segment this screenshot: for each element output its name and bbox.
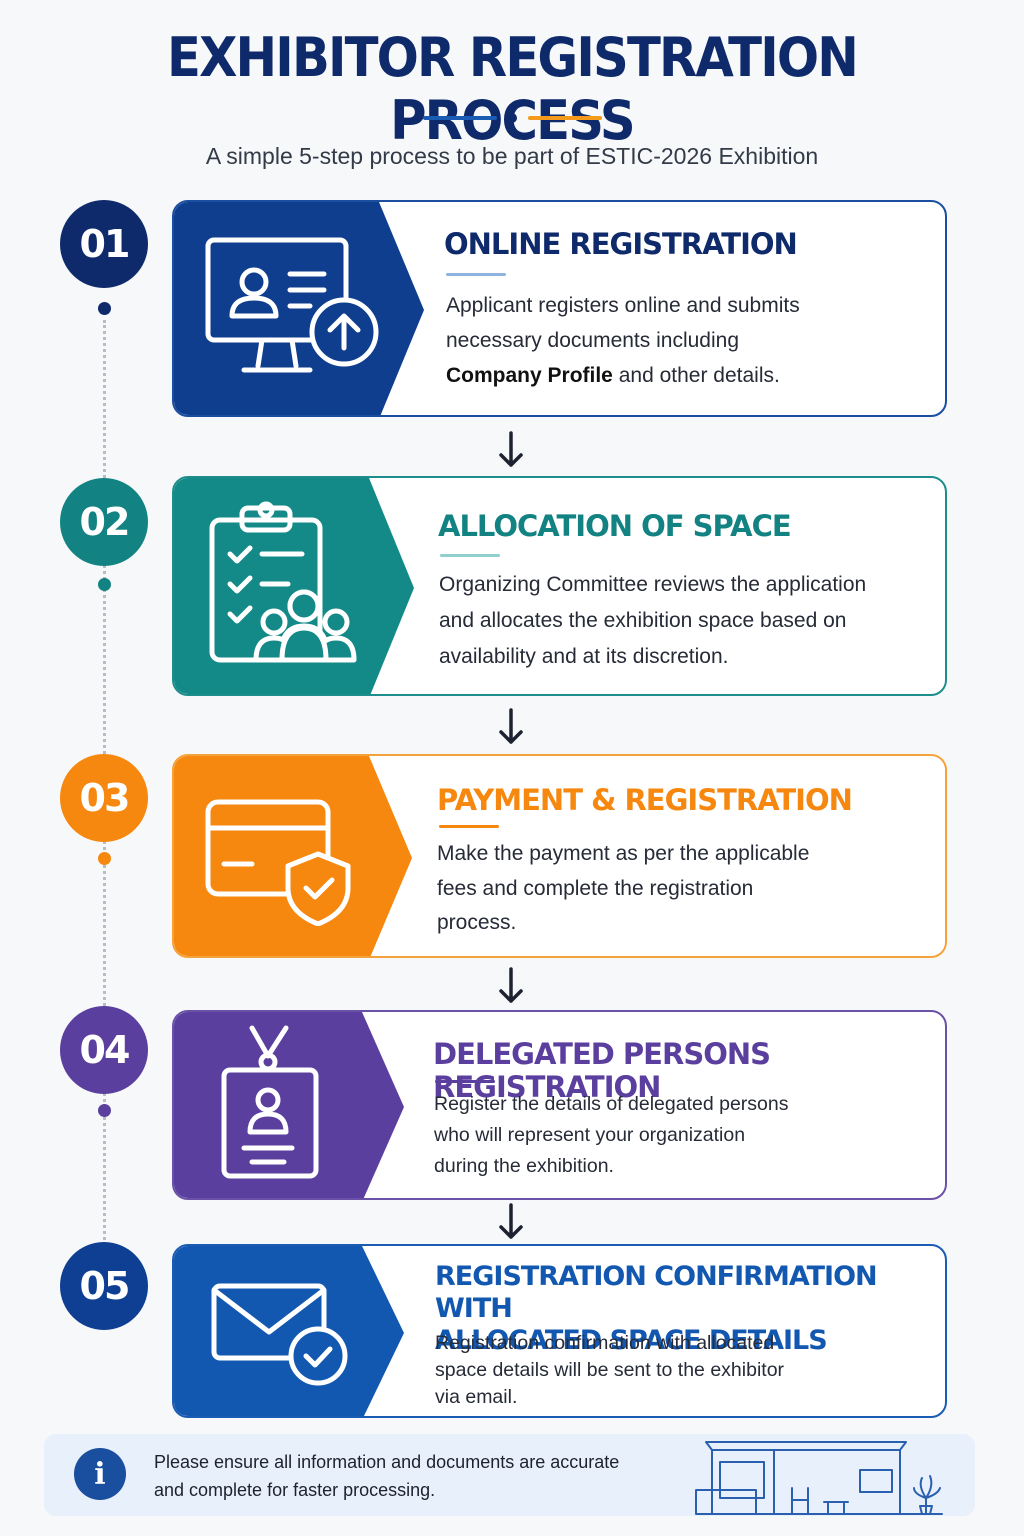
step-number: 01	[60, 200, 148, 288]
title-underline	[440, 554, 500, 557]
title-underline	[446, 273, 506, 276]
page-title: EXHIBITOR REGISTRATION PROCESS	[167, 26, 859, 152]
step-title: DELEGATED PERSONS REGISTRATION	[433, 1037, 771, 1104]
title-underline	[435, 1080, 495, 1083]
arrow-down-icon	[499, 967, 523, 1003]
note-text: Please ensure all information and docume…	[154, 1452, 620, 1500]
title-underline	[439, 825, 499, 828]
step-title: PAYMENT & REGISTRATION	[437, 783, 853, 817]
step-description: Applicant registers online and submits n…	[446, 294, 800, 387]
step-card-allocation-of-space: ALLOCATION OF SPACE Organizing Committee…	[172, 476, 947, 696]
timeline-dot	[98, 302, 111, 315]
clipboard-team-icon	[209, 501, 357, 663]
step-number: 05	[60, 1242, 148, 1330]
timeline-dot	[98, 852, 111, 865]
step-number: 04	[60, 1006, 148, 1094]
step-title: ONLINE REGISTRATION	[444, 227, 798, 261]
timeline-dot	[98, 1104, 111, 1117]
step-card-online-registration: ONLINE REGISTRATION Applicant registers …	[172, 200, 947, 417]
step-description: Register the details of delegated person…	[434, 1093, 789, 1177]
exhibition-booth-icon	[695, 1441, 943, 1515]
arrow-down-icon	[499, 1203, 523, 1239]
step-number: 03	[60, 754, 148, 842]
envelope-check-icon	[211, 1283, 348, 1386]
step-number: 02	[60, 478, 148, 566]
info-icon: i	[74, 1448, 126, 1500]
title-divider	[0, 112, 1024, 124]
step-title: ALLOCATION OF SPACE	[438, 509, 792, 543]
step-description: Organizing Committee reviews the applica…	[439, 573, 867, 668]
step-card-registration-confirmation: REGISTRATION CONFIRMATION WITH ALLOCATED…	[172, 1244, 947, 1418]
step-description: Registration confirmation with allocated…	[435, 1332, 785, 1408]
step-description: Make the payment as per the applicable f…	[437, 842, 810, 934]
page-subtitle: A simple 5-step process to be part of ES…	[205, 143, 819, 169]
timeline-dot	[98, 578, 111, 591]
computer-upload-icon	[205, 237, 379, 373]
arrow-down-icon	[499, 431, 523, 467]
step-card-payment-registration: PAYMENT & REGISTRATION Make the payment …	[172, 754, 947, 958]
arrow-down-icon	[499, 708, 523, 744]
id-badge-icon	[221, 1025, 319, 1179]
info-note: i Please ensure all information and docu…	[44, 1434, 975, 1516]
step-card-delegated-persons: DELEGATED PERSONS REGISTRATION Register …	[172, 1010, 947, 1200]
step-title: REGISTRATION CONFIRMATION WITH ALLOCATED…	[435, 1261, 878, 1356]
card-shield-icon	[205, 799, 351, 926]
